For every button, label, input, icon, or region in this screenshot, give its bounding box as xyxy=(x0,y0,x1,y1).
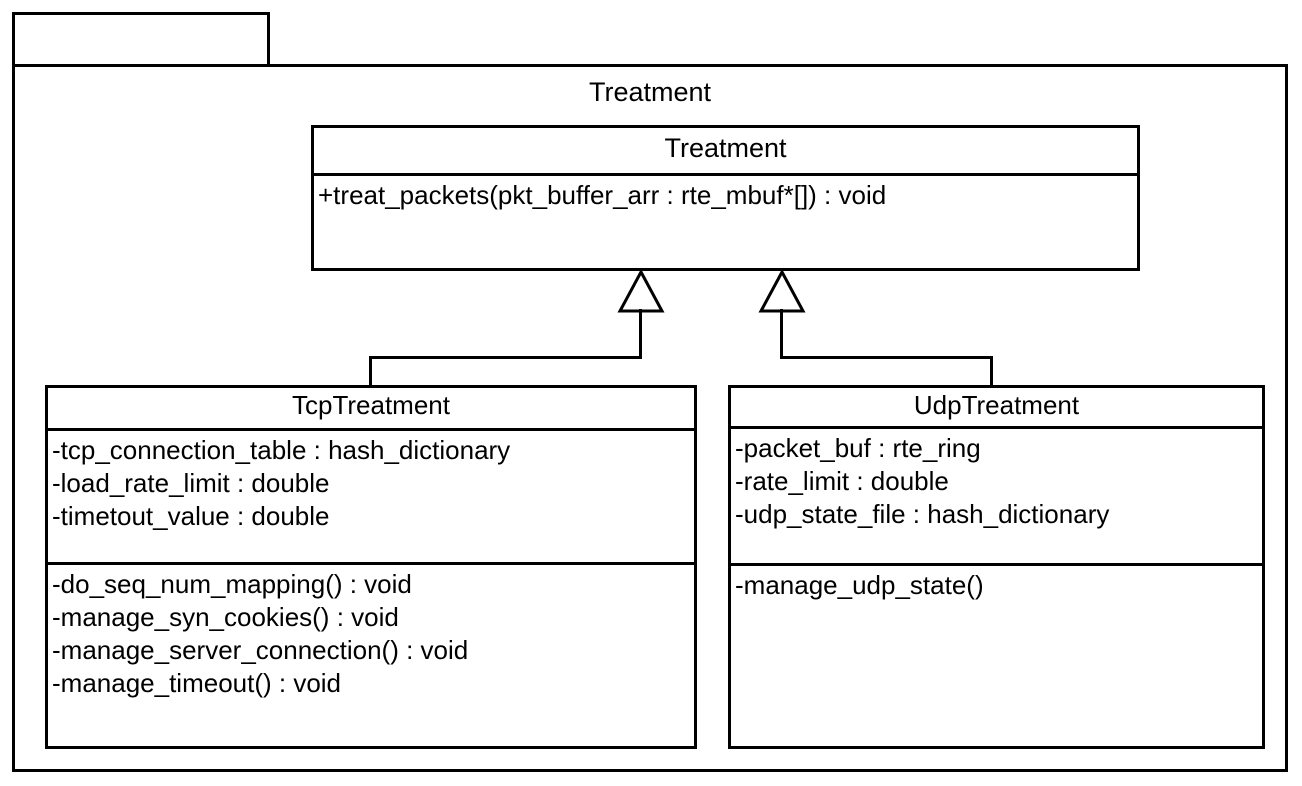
class-separator xyxy=(48,562,694,565)
generalization-line-tcp-drop xyxy=(369,356,372,388)
operation-item: -manage_syn_cookies() : void xyxy=(52,602,399,632)
hollow-triangle-icon xyxy=(758,270,806,313)
generalization-line-udp-horizontal xyxy=(780,356,993,359)
operations-compartment-tcptreatment: -do_seq_num_mapping() : void -manage_syn… xyxy=(48,565,694,752)
attribute-item: -rate_limit : double xyxy=(735,466,949,496)
attribute-item: -udp_state_file : hash_dictionary xyxy=(735,499,1110,529)
attribute-item: -load_rate_limit : double xyxy=(52,468,330,498)
generalization-line-tcp-horizontal xyxy=(369,356,642,359)
operation-item: +treat_packets(pkt_buffer_arr : rte_mbuf… xyxy=(318,180,887,210)
operation-item: -manage_server_connection() : void xyxy=(52,635,469,665)
operation-item: -do_seq_num_mapping() : void xyxy=(52,569,412,599)
class-separator xyxy=(314,173,1137,176)
class-separator xyxy=(731,426,1262,429)
class-box-treatment[interactable]: Treatment +treat_packets(pkt_buffer_arr … xyxy=(311,125,1140,271)
generalization-line-tcp-vertical xyxy=(639,309,642,357)
generalization-line-udp-drop xyxy=(990,356,993,388)
hollow-triangle-icon xyxy=(617,270,665,313)
class-box-tcptreatment[interactable]: TcpTreatment -tcp_connection_table : has… xyxy=(45,385,697,749)
package-title: Treatment xyxy=(588,77,712,107)
operations-compartment-udptreatment: -manage_udp_state() xyxy=(731,566,1262,752)
attribute-item: -timetout_value : double xyxy=(52,501,330,531)
operation-item: -manage_timeout() : void xyxy=(52,668,342,698)
class-name-treatment: Treatment xyxy=(664,133,787,163)
class-name-udptreatment: UdpTreatment xyxy=(913,390,1080,420)
class-name-tcptreatment: TcpTreatment xyxy=(292,390,450,420)
class-separator xyxy=(48,428,694,431)
operations-compartment-treatment: +treat_packets(pkt_buffer_arr : rte_mbuf… xyxy=(314,176,1137,271)
generalization-line-udp-vertical xyxy=(780,309,783,357)
attribute-item: -packet_buf : rte_ring xyxy=(735,433,981,463)
attributes-compartment-tcptreatment: -tcp_connection_table : hash_dictionary … xyxy=(48,431,694,562)
operation-item: -manage_udp_state() xyxy=(735,570,984,600)
attribute-item: -tcp_connection_table : hash_dictionary xyxy=(52,435,511,465)
class-box-udptreatment[interactable]: UdpTreatment -packet_buf : rte_ring -rat… xyxy=(728,385,1265,749)
package-tab xyxy=(12,12,270,66)
attributes-compartment-udptreatment: -packet_buf : rte_ring -rate_limit : dou… xyxy=(731,429,1262,563)
class-separator xyxy=(731,563,1262,566)
